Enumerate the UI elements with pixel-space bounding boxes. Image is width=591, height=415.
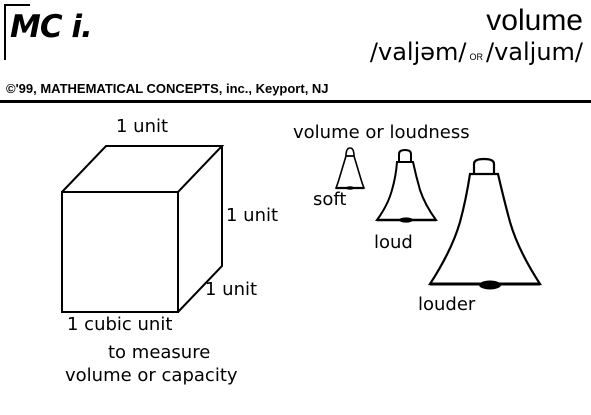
bell-louder-handle — [472, 157, 496, 174]
cube-top-label: 1 unit — [116, 116, 169, 137]
bell-soft-body — [334, 155, 366, 189]
copyright-line: ©'99, MATHEMATICAL CONCEPTS, inc., Keypo… — [6, 81, 329, 96]
bell-soft-label: soft — [313, 189, 347, 210]
pronunciation-2: /valjum/ — [485, 38, 583, 66]
bell-loud-body — [375, 161, 438, 221]
bells-heading: volume or loudness — [293, 122, 470, 143]
cube-top-face — [61, 145, 225, 193]
bell-louder-clapper — [479, 280, 501, 290]
cube-caption-line2: volume or capacity — [65, 365, 238, 386]
bell-loud-label: loud — [374, 232, 413, 253]
pronunciation: /valjəm/ OR /valjum/ — [370, 40, 583, 64]
bell-loud — [375, 148, 438, 223]
bell-louder-label: louder — [418, 294, 476, 315]
bell-soft-clapper — [346, 186, 354, 190]
bell-soft — [334, 147, 366, 190]
cube-bottom-label: 1 cubic unit — [67, 314, 173, 335]
bell-loud-handle — [398, 148, 412, 162]
cube-front-face — [61, 191, 179, 313]
bell-loud-clapper — [399, 217, 413, 223]
bell-soft-handle — [345, 147, 355, 157]
pronunciation-1: /valjəm/ — [369, 38, 467, 66]
logo: MC i. — [10, 9, 93, 45]
cube-caption-line1: to measure — [108, 342, 211, 363]
cube-right-face — [177, 146, 223, 313]
cube-right-label: 1 unit — [226, 205, 279, 226]
pronunciation-or: OR — [469, 52, 483, 62]
header-divider — [0, 100, 591, 103]
bell-louder-body — [427, 172, 543, 286]
page-title: volume — [486, 4, 583, 37]
unit-cube — [61, 145, 225, 313]
bell-louder — [427, 157, 543, 290]
logo-frame — [4, 4, 30, 60]
cube-depth-label: 1 unit — [205, 279, 258, 300]
